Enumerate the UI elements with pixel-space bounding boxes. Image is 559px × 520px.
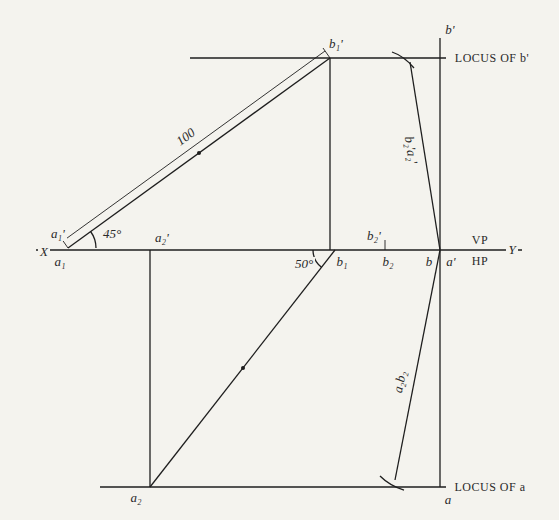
projection-label: b₁' (327, 37, 345, 51)
swing-arc (392, 52, 414, 68)
projection-label: b₂ (380, 255, 395, 269)
projection-label: X (38, 245, 50, 259)
dimension-line (63, 51, 325, 241)
projection-label: b (424, 255, 435, 269)
projection-label: 100 (172, 124, 199, 149)
point-dot (241, 366, 245, 370)
projection-label: b₁ (334, 255, 349, 269)
locus-line (190, 57, 446, 58)
projection-label: b' (443, 23, 456, 37)
swing-arc (380, 476, 404, 490)
top-view-line (395, 250, 440, 480)
projection-label: 50° (293, 257, 315, 271)
projection-label: b₂' (365, 229, 383, 243)
projection-label: Y (506, 243, 517, 257)
projection-label: b₂'a₂' (402, 133, 421, 166)
projection-label: a₁ (52, 255, 67, 269)
projection-label: a (443, 493, 454, 507)
projection-label: VP (470, 233, 490, 247)
projection-label: a₂ (128, 491, 143, 505)
projection-label: a₂' (153, 231, 171, 245)
projection-label: HP (470, 254, 490, 268)
projector-line (329, 58, 330, 250)
xy-line (36, 249, 522, 250)
projection-label: 45° (101, 227, 123, 241)
true-length-line (150, 250, 335, 487)
projector-line (385, 240, 386, 250)
angle-arc (91, 232, 96, 249)
projection-label: a₂b₂ (391, 368, 410, 396)
projection-label: a' (444, 255, 457, 269)
projection-label: LOCUS OF b' (453, 51, 531, 65)
projection-label: LOCUS OF a (452, 480, 527, 494)
projector-line (439, 38, 440, 487)
projector-line (149, 250, 150, 487)
projection-label: a₁' (49, 227, 67, 241)
point-dot (197, 151, 201, 155)
true-length-line (68, 58, 330, 248)
